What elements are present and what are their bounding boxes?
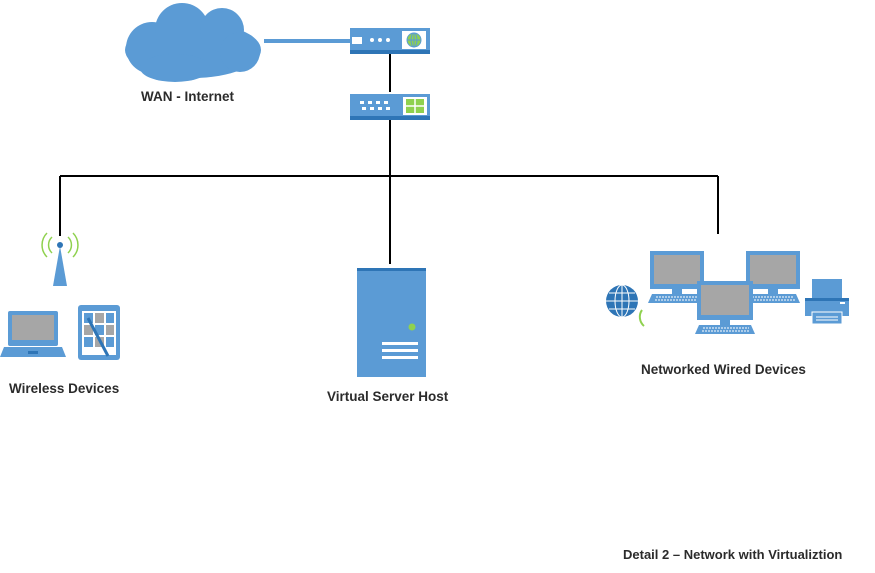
cloud-icon bbox=[125, 3, 261, 82]
router-icon bbox=[350, 94, 430, 120]
wan-internet-label: WAN - Internet bbox=[141, 89, 234, 104]
desktop-icon bbox=[648, 251, 704, 303]
diagram-caption: Detail 2 – Network with Virtualiztion bbox=[623, 547, 843, 562]
antenna-icon bbox=[41, 232, 79, 286]
networked-wired-devices-label: Networked Wired Devices bbox=[641, 362, 806, 377]
printer-icon bbox=[805, 279, 849, 325]
virtual-server-host-label: Virtual Server Host bbox=[327, 389, 449, 404]
server-icon bbox=[357, 268, 426, 377]
tablet-icon bbox=[78, 305, 120, 360]
desktop-icon bbox=[744, 251, 800, 303]
wireless-devices-label: Wireless Devices bbox=[9, 381, 120, 396]
globe-icon bbox=[606, 284, 645, 327]
connection-lines bbox=[59, 39, 719, 264]
laptop-icon bbox=[0, 311, 66, 357]
desktop-icon bbox=[695, 281, 755, 334]
modem-icon bbox=[350, 28, 430, 54]
